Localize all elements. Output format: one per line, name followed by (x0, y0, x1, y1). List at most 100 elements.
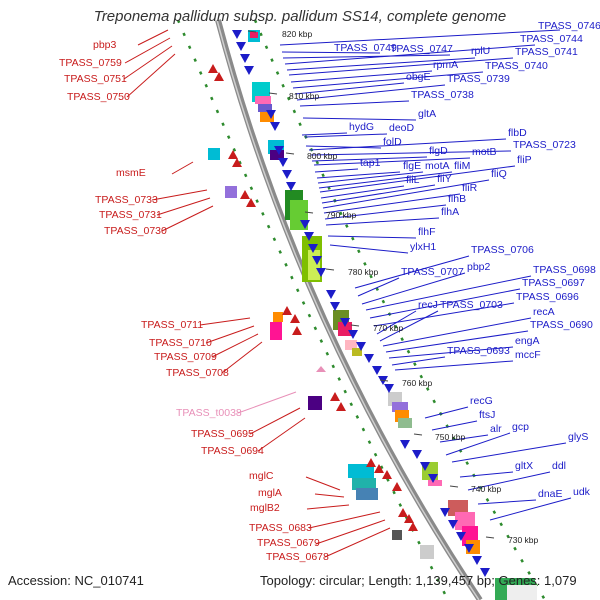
feature-block[interactable] (348, 464, 374, 478)
gene-label[interactable]: TPASS_0751 (64, 73, 127, 85)
gene-label[interactable]: TPASS_0759 (59, 57, 122, 69)
forward-gene-arrow[interactable] (240, 54, 250, 63)
reverse-gene-arrow[interactable] (382, 470, 392, 479)
gene-label[interactable]: TPASS_0690 (530, 319, 593, 331)
feature-block[interactable] (338, 322, 352, 336)
forward-gene-arrow[interactable] (456, 532, 466, 541)
gene-label[interactable]: TPASS_0710 (149, 337, 212, 349)
gene-label[interactable]: TPASS_0746 (538, 20, 600, 32)
gene-label[interactable]: TPASS_0740 (485, 60, 548, 72)
reverse-gene-arrow[interactable] (208, 64, 218, 73)
gene-label[interactable]: folD (383, 136, 402, 148)
reverse-gene-arrow[interactable] (404, 514, 414, 523)
gene-label[interactable]: TPASS_0750 (67, 91, 130, 103)
forward-gene-arrow[interactable] (282, 170, 292, 179)
forward-gene-arrow[interactable] (340, 318, 350, 327)
forward-gene-arrow[interactable] (348, 330, 358, 339)
reverse-gene-arrow[interactable] (246, 198, 256, 207)
forward-gene-arrow[interactable] (300, 220, 310, 229)
gene-label[interactable]: TPASS_0730 (104, 225, 167, 237)
feature-block[interactable] (308, 396, 322, 410)
feature-block[interactable] (356, 488, 378, 500)
forward-gene-arrow[interactable] (384, 384, 394, 393)
feature-block[interactable] (308, 250, 320, 280)
reverse-gene-arrow[interactable] (330, 392, 340, 401)
reverse-gene-arrow[interactable] (232, 158, 242, 167)
gene-label[interactable]: ylxH1 (410, 241, 436, 253)
gene-label[interactable]: fliL (406, 174, 420, 186)
gene-label[interactable]: recJ (418, 299, 438, 311)
feature-block[interactable] (270, 150, 284, 160)
feature-block[interactable] (352, 348, 362, 356)
feature-block[interactable] (250, 32, 258, 38)
forward-gene-arrow[interactable] (364, 354, 374, 363)
gene-label[interactable]: flhF (418, 226, 436, 238)
forward-gene-arrow[interactable] (400, 440, 410, 449)
gene-label[interactable]: rpmA (433, 59, 458, 71)
gene-label[interactable]: pbp3 (93, 39, 117, 51)
gene-label[interactable]: TPASS_0698 (533, 264, 596, 276)
reverse-gene-arrow[interactable] (366, 458, 376, 467)
reverse-gene-arrow[interactable] (398, 508, 408, 517)
forward-gene-arrow[interactable] (412, 450, 422, 459)
reverse-gene-arrow[interactable] (408, 522, 418, 531)
feature-block[interactable] (225, 186, 237, 198)
gene-label[interactable]: flbD (508, 127, 527, 139)
forward-gene-arrow[interactable] (286, 182, 296, 191)
feature-block[interactable] (208, 148, 220, 160)
gene-label-rna[interactable]: TPASS_t0038 (176, 407, 242, 419)
reverse-gene-arrow[interactable] (292, 326, 302, 335)
forward-gene-arrow[interactable] (270, 122, 280, 131)
forward-gene-arrow[interactable] (356, 342, 366, 351)
gene-label[interactable]: TPASS_0733 (95, 194, 158, 206)
forward-gene-arrow[interactable] (372, 366, 382, 375)
gene-label[interactable]: obgE (406, 71, 431, 83)
forward-gene-arrow[interactable] (326, 290, 336, 299)
gene-label[interactable]: pbp2 (467, 261, 491, 273)
gene-label[interactable]: fliM (454, 160, 470, 172)
feature-block[interactable] (420, 545, 434, 559)
gene-label[interactable]: flhA (441, 206, 459, 218)
forward-gene-arrow[interactable] (304, 232, 314, 241)
feature-block[interactable] (392, 402, 408, 412)
forward-gene-arrow[interactable] (464, 544, 474, 553)
reverse-gene-arrow[interactable] (290, 314, 300, 323)
gene-label[interactable]: fliQ (491, 168, 507, 180)
feature-block[interactable] (260, 112, 274, 122)
feature-block[interactable] (258, 104, 272, 112)
feature-block[interactable] (392, 530, 402, 540)
gene-label[interactable]: deoD (389, 122, 415, 134)
reverse-gene-arrow[interactable] (282, 306, 292, 315)
forward-gene-arrow[interactable] (316, 268, 326, 277)
gene-label[interactable]: ftsJ (479, 409, 495, 421)
reverse-gene-arrow[interactable] (228, 150, 238, 159)
gene-label[interactable]: TPASS_0738 (411, 89, 474, 101)
gene-label[interactable]: gltA (418, 108, 436, 120)
forward-gene-arrow[interactable] (420, 462, 430, 471)
gene-label[interactable]: TPASS_0703 (440, 299, 503, 311)
gene-label[interactable]: TPASS_0679 (257, 537, 320, 549)
gene-label[interactable]: glyS (568, 431, 588, 443)
feature-block[interactable] (352, 478, 376, 490)
gene-label[interactable]: recG (470, 395, 493, 407)
gene-label[interactable]: TPASS_0731 (99, 209, 162, 221)
gene-label[interactable]: msmE (116, 167, 146, 179)
gene-label[interactable]: TPASS_0741 (515, 46, 578, 58)
forward-gene-arrow[interactable] (266, 110, 276, 119)
forward-gene-arrow[interactable] (440, 508, 450, 517)
gene-label[interactable]: TPASS_0707 (401, 266, 464, 278)
forward-gene-arrow[interactable] (236, 42, 246, 51)
gene-label[interactable]: TPASS_0711 (141, 319, 203, 331)
gene-label[interactable]: TPASS_0695 (191, 428, 254, 440)
gene-label[interactable]: TPASS_0693 (447, 345, 510, 357)
gene-label[interactable]: TPASS_0744 (520, 33, 583, 45)
gene-label[interactable]: tap1 (360, 157, 381, 169)
gene-label[interactable]: alr (490, 423, 502, 435)
gene-label[interactable]: fliR (462, 182, 478, 194)
gene-label[interactable]: flgD (429, 145, 448, 157)
feature-block[interactable] (507, 585, 537, 600)
forward-gene-arrow[interactable] (232, 30, 242, 39)
forward-gene-arrow[interactable] (312, 256, 322, 265)
gene-label[interactable]: TPASS_0706 (471, 244, 534, 256)
gene-label[interactable]: recA (533, 306, 555, 318)
